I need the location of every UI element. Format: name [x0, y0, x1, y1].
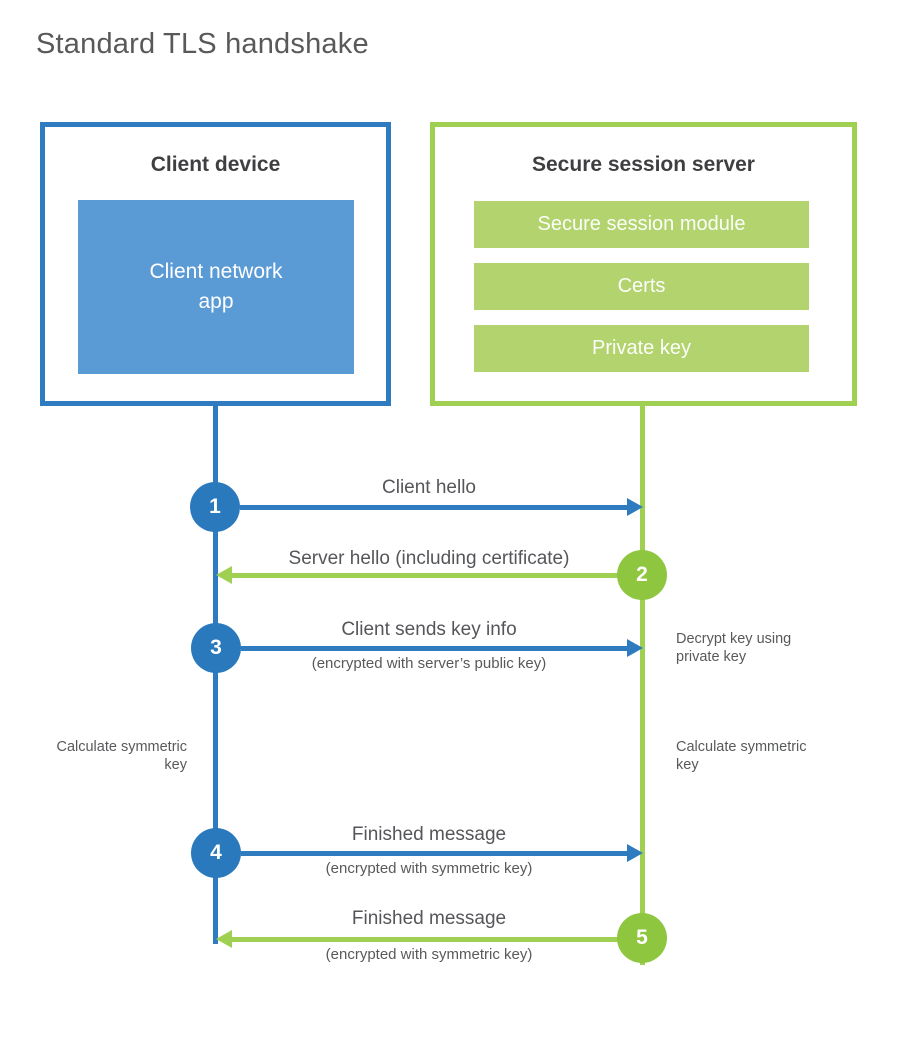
- server-module-certs: Certs: [474, 263, 809, 310]
- server-module-label: Secure session module: [537, 213, 746, 235]
- arrowhead-right-icon: [627, 844, 643, 862]
- arrowhead-right-icon: [627, 498, 643, 516]
- step-circle-5: 5: [617, 913, 667, 963]
- step-number: 2: [636, 563, 648, 586]
- client-device-header: Client device: [150, 153, 281, 176]
- step-circle-2: 2: [617, 550, 667, 600]
- step-circle-4: 4: [191, 828, 241, 878]
- client-device-box: Client device Client network app: [40, 122, 391, 406]
- step-number: 3: [210, 636, 222, 659]
- server-module-secure-session: Secure session module: [474, 201, 809, 248]
- calculate-symmetric-key-note-server: Calculate symmetric key: [676, 739, 807, 773]
- step-4-label: Finished message: [351, 824, 507, 845]
- finished-message-server-arrow: [216, 930, 621, 948]
- client-network-app-label: Client network app: [149, 260, 283, 313]
- client-lifeline: [213, 406, 218, 944]
- server-lifeline: [640, 406, 645, 965]
- step-circle-1: 1: [190, 482, 240, 532]
- arrowhead-right-icon: [627, 639, 643, 657]
- client-hello-arrow: [240, 498, 643, 516]
- step-circle-3: 3: [191, 623, 241, 673]
- calculate-symmetric-key-note-client: Calculate symmetric key: [56, 739, 187, 773]
- step-3-sublabel: (encrypted with server’s public key): [311, 655, 547, 672]
- arrowhead-left-icon: [216, 566, 232, 584]
- step-5-sublabel: (encrypted with symmetric key): [325, 946, 533, 963]
- finished-message-client-arrow: [241, 844, 643, 862]
- page-title: Standard TLS handshake: [36, 28, 369, 60]
- step-1-label: Client hello: [382, 477, 476, 498]
- step-number: 5: [636, 926, 648, 949]
- secure-session-server-header: Secure session server: [532, 153, 755, 176]
- server-hello-arrow: [216, 566, 621, 584]
- step-2-label: Server hello (including certificate): [288, 548, 570, 569]
- step-number: 1: [209, 495, 221, 518]
- server-module-label: Private key: [592, 337, 691, 359]
- step-5-label: Finished message: [351, 908, 507, 929]
- server-module-private-key: Private key: [474, 325, 809, 372]
- secure-session-server-box: Secure session server Secure session mod…: [430, 122, 857, 406]
- client-network-app-block: Client network app: [78, 200, 354, 374]
- step-3-label: Client sends key info: [341, 619, 517, 640]
- step-4-sublabel: (encrypted with symmetric key): [325, 860, 533, 877]
- server-module-label: Certs: [617, 275, 666, 297]
- arrowhead-left-icon: [216, 930, 232, 948]
- client-key-info-arrow: [241, 639, 643, 657]
- step-number: 4: [210, 841, 222, 864]
- decrypt-key-note: Decrypt key using private key: [676, 631, 792, 665]
